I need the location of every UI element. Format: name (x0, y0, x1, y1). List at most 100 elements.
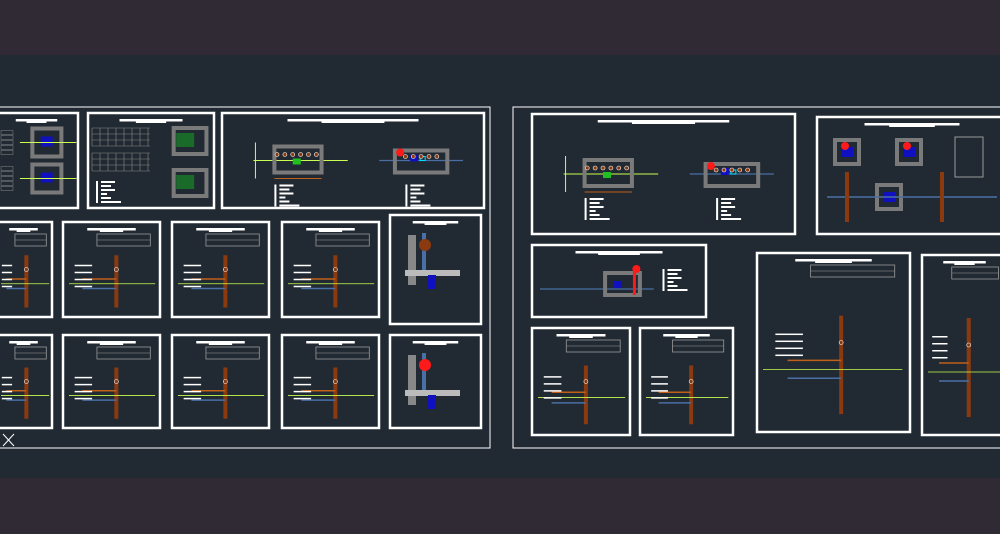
valve-blue (428, 395, 436, 409)
note-text (183, 264, 202, 267)
panel-title (412, 341, 459, 344)
panel-title (196, 341, 245, 344)
panel-border (220, 111, 486, 210)
panel-title (321, 121, 385, 123)
note-text (1, 285, 13, 288)
drawing-panel-12 (280, 333, 381, 430)
panel-title (9, 228, 38, 231)
panel-title (306, 341, 355, 344)
note-text (932, 343, 948, 345)
legend-line (667, 289, 688, 291)
legend-line (589, 202, 600, 204)
drawing-panel-3 (220, 111, 486, 210)
drawing-panel-14 (530, 112, 797, 236)
note-text (932, 350, 948, 352)
note-text (1, 278, 13, 281)
fitting (298, 152, 303, 157)
green-hatch (176, 175, 195, 189)
note-text (543, 376, 562, 378)
note-text (183, 390, 202, 393)
drawing-panel-11 (170, 333, 271, 430)
note-text (651, 390, 668, 392)
legend-line (101, 185, 111, 187)
valve (419, 239, 431, 251)
drawing-panel-4 (0, 220, 54, 319)
table-cell (0, 130, 14, 135)
table-cell (0, 135, 14, 140)
drawing-sheet-1 (0, 106, 491, 449)
panel-title (9, 341, 38, 344)
note-text (651, 397, 668, 399)
panel-title (575, 251, 663, 254)
drawing-panel-15 (815, 115, 1000, 236)
table-cell (0, 150, 14, 155)
legend-line (410, 204, 431, 207)
panel-title (864, 123, 960, 126)
legend-line (589, 210, 596, 212)
note-text (1, 390, 13, 393)
chamber-wall (703, 162, 761, 188)
pipe-riser (422, 353, 426, 393)
panel-title (954, 263, 975, 265)
legend-line (721, 198, 736, 200)
panel-border (388, 333, 483, 430)
panel-border (280, 333, 381, 430)
note-text (932, 336, 948, 338)
fitting (729, 167, 735, 173)
panel-border (0, 220, 54, 319)
drawing-panel-10 (61, 333, 162, 430)
legend-line (101, 193, 107, 195)
fitting (688, 379, 694, 384)
fitting (583, 379, 589, 384)
panel-title (99, 230, 124, 232)
panel-border (0, 111, 80, 210)
panel-title (135, 121, 167, 123)
table-cell (0, 171, 14, 176)
legend-table (954, 136, 984, 178)
note-text (543, 390, 562, 392)
fitting (966, 342, 972, 348)
panel-border (0, 333, 54, 430)
note-text (183, 397, 202, 400)
note-text (543, 383, 562, 385)
wall-section (408, 355, 416, 405)
drawing-panel-18 (920, 253, 1000, 437)
note-text (293, 278, 312, 281)
panel-border (920, 253, 1000, 437)
panel-border (61, 220, 162, 319)
fitting (745, 167, 750, 173)
valve-red (706, 162, 715, 170)
legend-line (410, 184, 425, 187)
chamber-wall (833, 138, 861, 166)
drawing-panel-17 (755, 251, 912, 434)
legend-line (721, 206, 736, 208)
fitting (223, 267, 228, 272)
note-text (74, 271, 93, 274)
drawing-panel-13 (388, 333, 483, 430)
valve-blue (40, 172, 53, 183)
panel-title (99, 343, 124, 345)
valve-red (632, 271, 636, 295)
panel-title (16, 343, 31, 345)
fitting (24, 267, 29, 272)
note-text (74, 278, 93, 281)
fitting (608, 165, 614, 171)
note-text (293, 376, 312, 379)
legend-line (721, 210, 728, 212)
note-text (1, 271, 13, 274)
panel-title (196, 228, 245, 231)
note-text (1, 397, 13, 400)
fitting (737, 167, 743, 173)
fitting (314, 152, 319, 157)
valve-blue (40, 136, 53, 147)
note-text (1, 383, 13, 386)
valve-green (292, 158, 301, 165)
panel-title (318, 230, 343, 232)
panel-title (208, 230, 233, 232)
valve-red (841, 142, 849, 150)
cad-drawing-canvas[interactable] (0, 55, 1000, 478)
table-cell (0, 186, 14, 191)
valve-blue (841, 147, 853, 157)
valve (419, 359, 431, 371)
chamber-wall (895, 138, 923, 166)
